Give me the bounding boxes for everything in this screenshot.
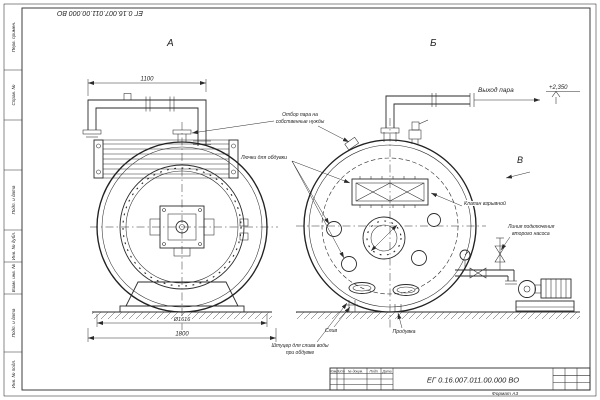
- view-a-left-vessel: А 1100: [82, 38, 278, 342]
- view-b-right-vessel: Б: [191, 38, 580, 357]
- titleblock-col-doc: № докум.: [348, 370, 363, 374]
- hatches-label: Лючки для обдувки: [240, 155, 287, 161]
- dim-base-width: 1800: [87, 328, 277, 342]
- elevation-label: +2,350: [549, 85, 568, 91]
- manhole-panel: [351, 176, 429, 208]
- view-v-marker: В: [505, 155, 531, 179]
- view-v-label: В: [517, 155, 523, 165]
- steam-out-label: Выход пара: [478, 86, 514, 94]
- callouts: Отбор пара на собственные нужды Лючки дл…: [191, 111, 556, 357]
- titleblock-col-list: Лист: [335, 370, 345, 374]
- dim-base-width-text: 1800: [175, 332, 189, 338]
- frame-label-podp-data-1: Подп. и дата: [11, 185, 16, 214]
- title-block: Изм. Лист № докум. Подп. Дата ЕГ 0.16.00…: [329, 367, 591, 391]
- own-needs-label-1: Отбор пара на: [282, 112, 318, 118]
- left-top-nozzle: [172, 129, 192, 142]
- front-door-apparatus: [149, 205, 249, 257]
- drain-fitting-label-1: Штуцер для слива воды: [271, 343, 328, 349]
- left-steam-pipe: [82, 93, 211, 146]
- left-support: [92, 281, 272, 319]
- dim-top-width-text: 1100: [141, 77, 155, 83]
- pump-assembly: [455, 237, 575, 312]
- titleblock-doc-number: ЕГ 0.16.007.011.00.000 ВО: [427, 376, 519, 385]
- view-a-label: А: [166, 38, 174, 49]
- titleblock-col-data: Дата: [382, 370, 392, 374]
- frame-label-podp-data-2: Подп. и дата: [11, 308, 16, 337]
- steam-outlet-pipe: Выход пара +2,350: [385, 84, 580, 128]
- drain-fitting-label-2: при обдувке: [286, 350, 315, 356]
- drain-label: Слив: [325, 328, 338, 334]
- view-b-label: Б: [430, 38, 437, 49]
- dim-diameter-text: Ø1616: [173, 317, 191, 323]
- inspection-ports: [326, 213, 441, 296]
- frame-label-inv-dubl: Инв. № дубл.: [11, 232, 16, 260]
- right-ground: [296, 311, 580, 319]
- titleblock-col-izm: Изм.: [330, 370, 337, 374]
- format-label: Формат А3: [492, 391, 519, 397]
- economizer-block: [93, 139, 239, 179]
- doc-number-top: ЕГ 0.16.007.011.00.000 ВО: [56, 9, 143, 16]
- frame-label-perv-primen: Перв. примен.: [11, 22, 16, 53]
- top-fittings: [344, 119, 429, 151]
- explosion-valve-label: Клапан взрывной: [464, 200, 506, 207]
- blowdown-label: Продувка: [393, 329, 416, 335]
- dim-diameter: Ø1616: [96, 314, 268, 327]
- pump-line-label-2: второго насоса: [512, 231, 550, 237]
- pump-line-label-1: Линия подключения: [507, 224, 555, 230]
- titleblock-col-podp: Подп.: [369, 370, 378, 374]
- burner-opening: [362, 216, 406, 260]
- dim-top-width: 1100: [87, 76, 207, 96]
- frame-label-vzam-inv: Взам. инв. №: [11, 264, 16, 292]
- frame-label-sprav-no: Справ. №: [11, 85, 16, 106]
- frame-label-inv-podl: Инв. № подл.: [11, 360, 16, 389]
- own-needs-label-2: собственные нужды: [276, 119, 325, 125]
- drawing-frame: Перв. примен. Справ. № Подп. и дата Инв.…: [3, 3, 597, 397]
